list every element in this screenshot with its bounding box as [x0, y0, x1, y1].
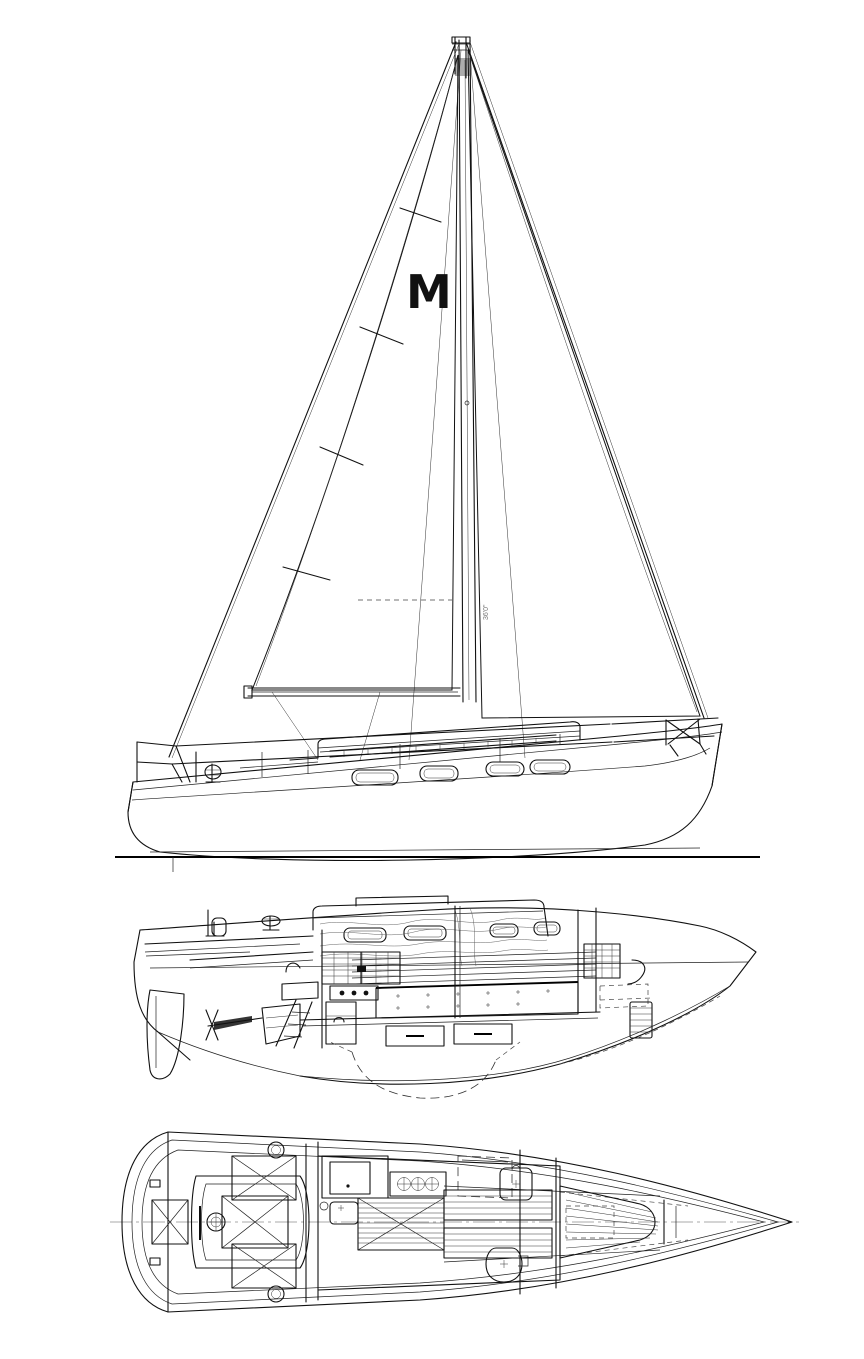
cleat-port	[149, 1179, 161, 1188]
interior-stern-light	[205, 909, 227, 937]
hidden-line-port	[559, 1191, 689, 1207]
v-berth	[559, 1185, 659, 1259]
interior-dwl-aft	[145, 951, 251, 957]
interior-sheer-line	[139, 907, 701, 931]
stern-pushpit	[136, 741, 191, 783]
mainsheet	[271, 691, 319, 761]
interior-profile-view	[133, 895, 757, 1099]
portlight-1	[351, 769, 399, 786]
deck-winch-port	[267, 1141, 285, 1159]
cockpit-locker-port	[231, 1155, 297, 1201]
forestay	[465, 41, 709, 719]
cockpit-coaming	[289, 757, 319, 761]
cockpit-seat-top	[144, 935, 314, 945]
sail-insignia-m: M	[406, 265, 452, 319]
waterline-trace	[149, 847, 701, 853]
portlight-4	[529, 759, 571, 775]
locker-door-1	[385, 1025, 445, 1047]
interior-coachroof	[312, 895, 549, 937]
bow-stem	[711, 723, 723, 787]
bow-pulpit	[611, 717, 719, 757]
forward-hatch	[565, 1205, 615, 1239]
forward-cabinet	[629, 1001, 653, 1039]
cockpit-sole-2	[189, 959, 314, 969]
hull-topsides	[127, 723, 723, 862]
companionway-ladder	[275, 999, 313, 1049]
wood-grain-joinery	[319, 907, 549, 967]
propeller	[205, 1009, 263, 1041]
hull-canoe-body	[299, 1057, 571, 1082]
cleat-starboard	[149, 1257, 161, 1266]
icebox	[457, 1155, 513, 1199]
cabin-sole-edge	[301, 1017, 599, 1027]
galley-counter	[321, 1155, 389, 1199]
mast-dimension-label: 36'0"	[483, 604, 490, 620]
galley-sink	[281, 962, 319, 1001]
hull-profile	[115, 717, 760, 872]
deck-winch-starboard	[267, 1285, 285, 1303]
deck-plan-view	[110, 1131, 800, 1313]
winch	[204, 763, 222, 783]
upper-shroud-port	[408, 49, 462, 761]
galley-cabinet	[325, 1001, 357, 1045]
galley-stove	[329, 985, 379, 1001]
sail-plan-view: 36'0"	[115, 36, 760, 872]
backstay	[168, 41, 460, 759]
engine	[261, 1003, 301, 1045]
settee-starboard	[443, 1227, 553, 1259]
hull-forefoot	[569, 985, 731, 1059]
batten-3	[319, 446, 364, 466]
interior-hull-run	[157, 1031, 301, 1077]
interior-portlight-2	[403, 925, 447, 941]
locker-door-2	[453, 1023, 513, 1045]
portlight-3	[485, 761, 525, 777]
settee-berth	[375, 981, 579, 1019]
lazarette-hatch	[151, 1199, 189, 1245]
boom	[243, 685, 461, 699]
quarter-berth	[583, 943, 621, 979]
mast	[458, 39, 477, 703]
batten-4	[282, 566, 331, 581]
deck-edge	[121, 1131, 793, 1313]
fin-keel	[329, 1041, 521, 1099]
lifelines	[171, 723, 613, 777]
cushion-buttons	[396, 989, 550, 1010]
plan-stove	[389, 1171, 447, 1197]
head-sink	[499, 1165, 533, 1201]
cockpit-seat-line	[239, 761, 319, 769]
headsail	[467, 49, 701, 719]
toe-rail	[131, 1139, 780, 1305]
steering-pedestal	[199, 1206, 226, 1240]
hull-hidden-line	[559, 995, 721, 1065]
skeg-rudder	[146, 989, 185, 1080]
transom	[127, 781, 134, 813]
mainsail	[251, 54, 459, 691]
interior-transom	[133, 929, 191, 1061]
deck-inner-line	[141, 1149, 766, 1295]
mast-dimension-text: 36'0"	[483, 604, 490, 620]
interior-hull-bottom	[299, 925, 757, 1085]
dinette-table	[357, 1197, 445, 1251]
cockpit-locker-starboard	[231, 1243, 297, 1289]
anchor-locker	[663, 1199, 677, 1245]
hanging-locker	[599, 959, 649, 1009]
interior-portlight-4	[533, 921, 561, 936]
batten-1	[399, 207, 442, 223]
settee-port	[443, 1189, 553, 1221]
cockpit-footwell	[221, 1195, 289, 1249]
cockpit-sole	[189, 951, 314, 961]
portlight-2	[419, 765, 459, 782]
settee-lining	[351, 951, 597, 985]
interior-winch	[261, 915, 281, 931]
batten-2	[359, 326, 404, 345]
cockpit-seat-face	[144, 943, 301, 953]
hull-line-port	[443, 1185, 661, 1197]
head-toilet	[485, 1247, 529, 1283]
upper-shroud-starboard	[469, 51, 526, 759]
hull-line-starboard	[443, 1249, 661, 1263]
interior-waterline	[149, 961, 749, 969]
sliding-hatch	[355, 895, 449, 907]
